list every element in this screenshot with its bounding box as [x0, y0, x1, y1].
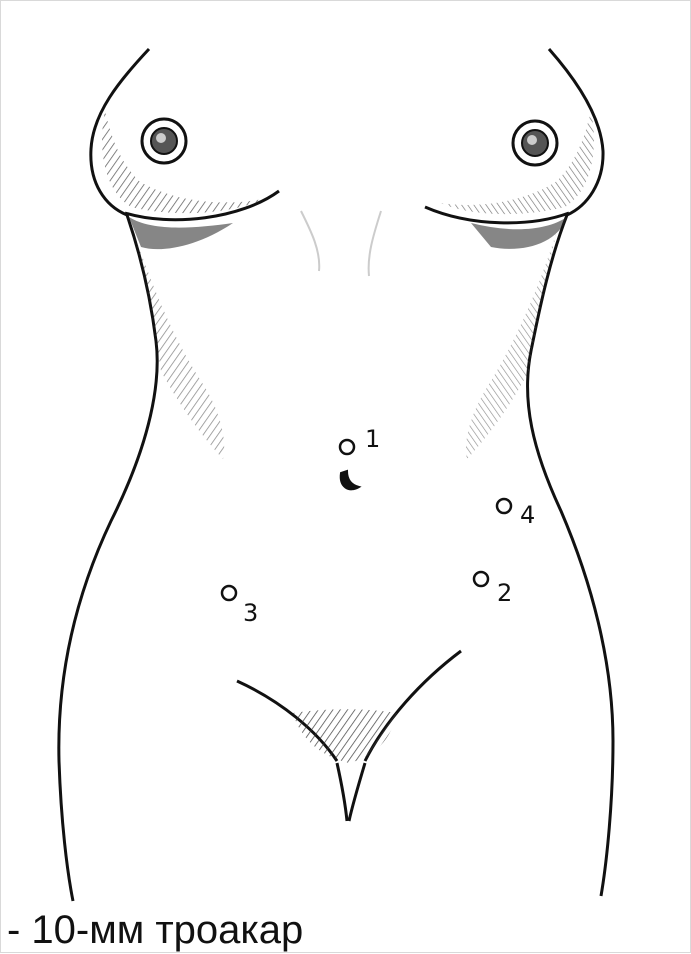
port-2: 2	[474, 572, 512, 607]
underbreast-shadow-left	[129, 217, 233, 249]
flank-shade-right	[466, 231, 557, 459]
port-1-label: 1	[365, 425, 380, 453]
breast-shade-right	[441, 111, 594, 214]
port-2-marker	[474, 572, 488, 586]
chest-shade	[301, 211, 381, 276]
navel	[341, 471, 359, 489]
nipple-left	[142, 119, 186, 163]
nipple-right	[513, 121, 557, 165]
breast-shade-left	[102, 111, 263, 213]
port-4-marker	[497, 499, 511, 513]
port-1-marker	[340, 440, 354, 454]
port-3-marker	[222, 586, 236, 600]
port-2-label: 2	[497, 579, 512, 607]
pubic-shading	[293, 709, 397, 763]
legend-caption: - 10-мм троакар	[7, 906, 303, 954]
pubic-cleft	[337, 763, 365, 821]
flank-shade-left	[133, 231, 224, 459]
port-3: 3	[222, 586, 258, 627]
port-4-label: 4	[520, 501, 535, 529]
port-1: 1	[340, 425, 380, 454]
port-3-label: 3	[243, 599, 258, 627]
port-4: 4	[497, 499, 535, 529]
